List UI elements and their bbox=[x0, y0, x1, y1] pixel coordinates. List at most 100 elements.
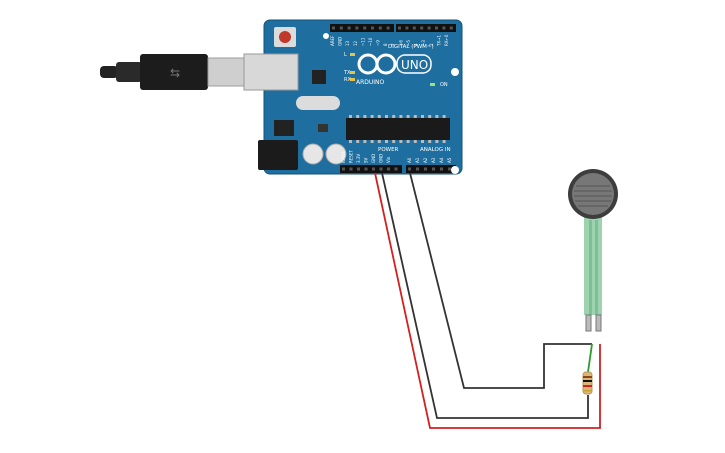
digital-header-right[interactable] bbox=[396, 24, 456, 32]
chip-pin bbox=[413, 115, 417, 118]
resistor[interactable] bbox=[582, 371, 593, 395]
header-pin-hole[interactable] bbox=[398, 26, 401, 30]
model-text: UNO bbox=[401, 58, 428, 72]
analog-pin-label-2: A2 bbox=[423, 157, 428, 163]
digital-pin-label-15: RX←0 bbox=[444, 34, 449, 46]
analog-pin-label-4: A4 bbox=[439, 157, 444, 163]
digital-header-label: DIGITAL (PWM~) bbox=[388, 44, 434, 50]
chip-pin bbox=[385, 115, 388, 118]
chip-pin bbox=[377, 115, 381, 118]
arduino-logo: ARDUINO UNO bbox=[356, 53, 432, 86]
chip-pin bbox=[406, 140, 410, 143]
power-pin-label-6: Vin bbox=[386, 156, 391, 163]
power-header[interactable] bbox=[340, 165, 402, 173]
header-pin-hole[interactable] bbox=[424, 167, 427, 171]
header-pin-hole[interactable] bbox=[408, 167, 411, 171]
analog-pin-label-1: A1 bbox=[415, 157, 420, 163]
header-pin-hole[interactable] bbox=[332, 26, 335, 30]
header-pin-hole[interactable] bbox=[412, 26, 416, 30]
digital-pin-label-10: ~5 bbox=[406, 40, 411, 46]
chip-pin bbox=[356, 140, 360, 143]
chip-pin bbox=[370, 140, 374, 143]
brand-text: ARDUINO bbox=[356, 79, 385, 86]
led-label-tx: TX bbox=[343, 70, 351, 76]
header-pin-hole[interactable] bbox=[378, 26, 382, 30]
header-pin-hole[interactable] bbox=[386, 26, 390, 30]
chip-pin bbox=[356, 115, 360, 118]
header-pin-hole[interactable] bbox=[405, 26, 409, 30]
header-pin-hole[interactable] bbox=[435, 26, 438, 30]
header-pin-hole[interactable] bbox=[339, 26, 343, 30]
header-pin-hole[interactable] bbox=[416, 167, 419, 171]
header-pin-hole[interactable] bbox=[349, 167, 353, 171]
chip-pin bbox=[377, 140, 381, 143]
header-pin-hole[interactable] bbox=[379, 167, 383, 171]
digital-pin-label-0: AREF bbox=[330, 35, 335, 46]
header-pin-hole[interactable] bbox=[387, 167, 390, 171]
header-pin-hole[interactable] bbox=[442, 26, 446, 30]
header-pin-hole[interactable] bbox=[448, 167, 451, 171]
analog-header-label: ANALOG IN bbox=[420, 147, 451, 153]
digital-pin-label-9: ~6 bbox=[398, 40, 403, 46]
wire-a0-black[interactable] bbox=[409, 172, 592, 389]
header-pin-hole[interactable] bbox=[372, 167, 375, 171]
header-pin-hole[interactable] bbox=[449, 26, 453, 30]
analog-pin-label-5: A5 bbox=[447, 157, 452, 163]
chip-pin bbox=[392, 115, 396, 118]
header-pin-hole[interactable] bbox=[364, 167, 368, 171]
digital-pin-label-14: TX→1 bbox=[436, 34, 441, 47]
analog-pin-label-3: A3 bbox=[431, 157, 436, 163]
chip-pin bbox=[399, 115, 403, 118]
digital-pin-label-8: 7 bbox=[391, 43, 396, 46]
header-pin-hole[interactable] bbox=[342, 167, 345, 171]
wire-green[interactable] bbox=[587, 343, 593, 373]
header-pin-hole[interactable] bbox=[394, 167, 398, 171]
chip-pin bbox=[413, 140, 417, 143]
digital-pin-label-5: ~10 bbox=[368, 37, 373, 46]
digital-pin-label-6: ~9 bbox=[376, 40, 381, 46]
header-pin-hole[interactable] bbox=[420, 26, 424, 30]
header-pin-hole[interactable] bbox=[355, 26, 359, 30]
analog-header[interactable] bbox=[406, 165, 456, 173]
power-header-label: POWER bbox=[378, 147, 399, 153]
digital-pin-label-11: 4 bbox=[414, 43, 419, 46]
chip-pin bbox=[406, 115, 410, 118]
chip-pin bbox=[442, 140, 446, 143]
digital-pin-label-3: 12 bbox=[353, 40, 358, 46]
header-pin-hole[interactable] bbox=[440, 167, 443, 171]
header-pin-hole[interactable] bbox=[371, 26, 374, 30]
led-label-rx: RX bbox=[344, 77, 351, 83]
usb-icon: ⇆ bbox=[170, 66, 180, 80]
header-pin-hole[interactable] bbox=[363, 26, 367, 30]
digital-pin-label-4: ~11 bbox=[360, 37, 365, 46]
chip-pin bbox=[349, 140, 352, 143]
header-pin-hole[interactable] bbox=[347, 26, 351, 30]
analog-pin-label-0: A0 bbox=[407, 157, 412, 163]
force-sensor[interactable] bbox=[568, 169, 618, 332]
power-pin-label-1: RESET bbox=[349, 150, 354, 163]
atmega-chip bbox=[346, 118, 450, 140]
chip-pin bbox=[435, 115, 439, 118]
chip-pin bbox=[370, 115, 374, 118]
digital-pin-label-7: 8 bbox=[383, 43, 388, 46]
power-pin-label-5: GND bbox=[379, 154, 384, 163]
chip-pin bbox=[349, 115, 352, 118]
header-pin-hole[interactable] bbox=[357, 167, 360, 171]
digital-pin-label-12: ~3 bbox=[421, 40, 426, 46]
header-pin-hole[interactable] bbox=[432, 167, 435, 171]
chip-pin bbox=[428, 140, 432, 143]
wire-gnd-black[interactable] bbox=[381, 172, 589, 419]
led-label-on: ON bbox=[440, 82, 448, 88]
power-pin-label-4: GND bbox=[371, 154, 376, 163]
header-pin-hole[interactable] bbox=[427, 26, 431, 30]
chip-pin bbox=[442, 115, 446, 118]
digital-pin-label-13: 2 bbox=[429, 43, 434, 46]
digital-header-left[interactable] bbox=[330, 24, 394, 32]
digital-pin-label-2: 13 bbox=[345, 40, 350, 46]
reset-button-cap[interactable] bbox=[279, 31, 291, 43]
usb-cable[interactable]: ⇆ bbox=[100, 54, 245, 90]
chip-pin bbox=[399, 140, 403, 143]
wire-5v-red[interactable] bbox=[374, 172, 601, 429]
